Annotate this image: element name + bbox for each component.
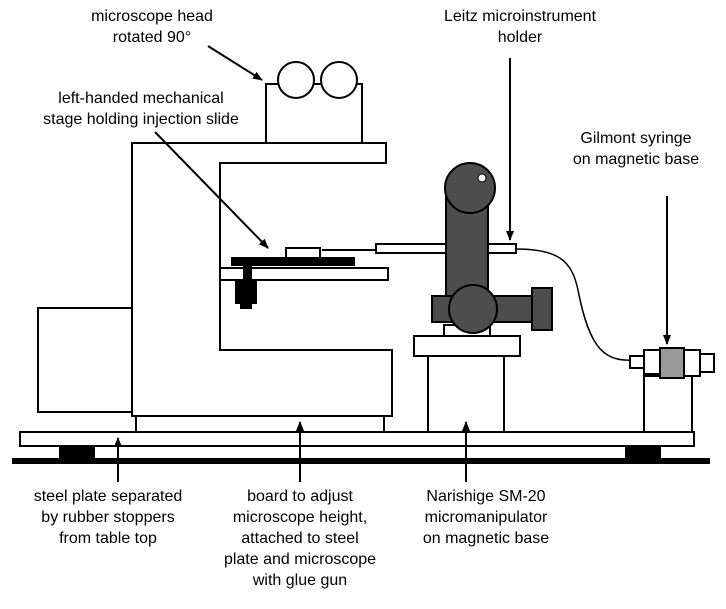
manipulator-platform bbox=[413, 335, 521, 357]
manipulator-magnetic-base bbox=[427, 355, 505, 433]
label-microscope-head: microscope head rotated 90° bbox=[91, 8, 213, 46]
syringe-tubing bbox=[515, 248, 637, 361]
manipulator-bottom-joint bbox=[448, 284, 498, 334]
stage-control-post bbox=[243, 263, 252, 281]
rubber-stopper-right bbox=[625, 444, 661, 460]
syringe-tip bbox=[629, 355, 645, 369]
syringe-body bbox=[659, 347, 685, 379]
syringe-knob bbox=[699, 353, 715, 373]
arrow-microscope-head bbox=[207, 45, 263, 81]
height-board bbox=[135, 415, 385, 433]
label-leitz-holder: Leitz microinstrument holder bbox=[443, 8, 597, 46]
manipulator-pivot-dot bbox=[477, 173, 487, 183]
table-top bbox=[12, 458, 710, 464]
eyepiece-right bbox=[320, 61, 358, 99]
syringe-magnetic-base bbox=[643, 375, 693, 433]
injection-slide bbox=[285, 247, 321, 259]
arrow-mechanical-stage bbox=[154, 131, 269, 249]
eyepiece-left bbox=[277, 61, 315, 99]
rubber-stopper-left bbox=[59, 444, 95, 460]
stage-knob-shaft bbox=[240, 299, 252, 309]
microscope-body bbox=[131, 142, 393, 417]
steel-plate bbox=[19, 431, 695, 447]
label-mechanical-stage: left-handed mechanical stage holding inj… bbox=[43, 90, 239, 128]
label-steel-plate: steel plate separated by rubber stoppers… bbox=[33, 488, 183, 547]
manipulator-top-joint bbox=[444, 162, 496, 214]
lamp-housing bbox=[37, 307, 133, 413]
label-board: board to adjust microscope height, attac… bbox=[223, 488, 377, 589]
label-gilmont-syringe: Gilmont syringe on magnetic base bbox=[572, 130, 700, 168]
syringe-plunger bbox=[683, 349, 701, 377]
syringe-barrel bbox=[643, 349, 661, 375]
label-narishige: Narishige SM-20 micromanipulator on magn… bbox=[422, 488, 550, 547]
manipulator-end-block bbox=[531, 287, 553, 331]
microscope-stage-plate bbox=[219, 267, 389, 281]
